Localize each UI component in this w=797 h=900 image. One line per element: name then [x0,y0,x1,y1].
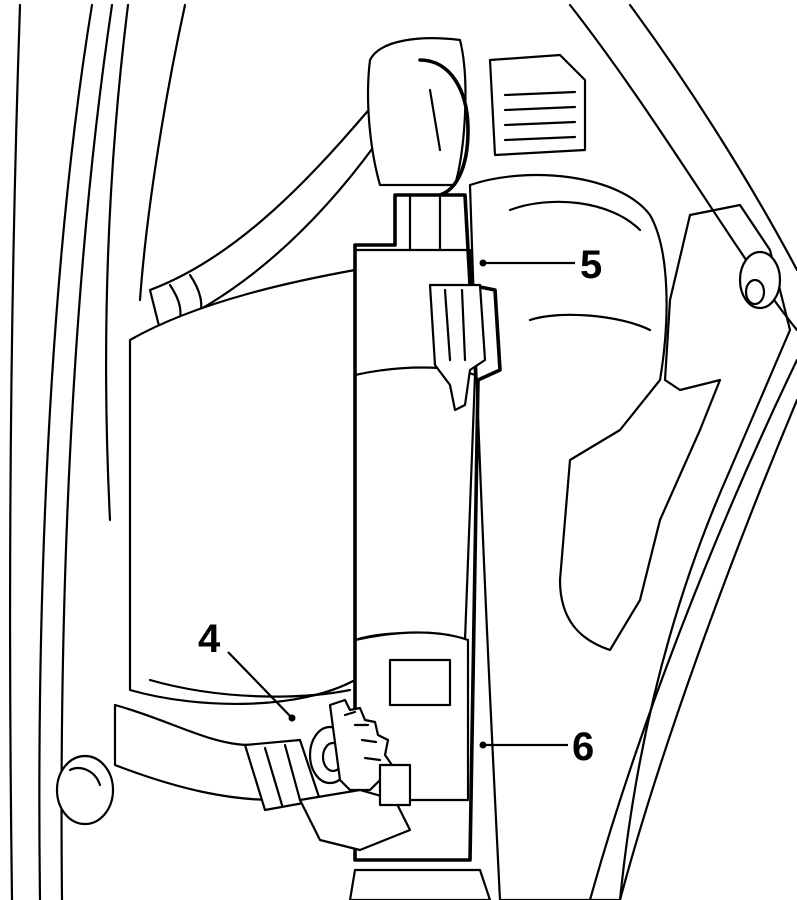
callout-label-5: 5 [580,243,602,287]
rear-housing [468,173,792,900]
left-pillar [8,3,187,900]
bolt-head-left [55,754,115,826]
canister-body [128,268,357,706]
callout-4: 4 [198,617,296,722]
callout-label-4: 4 [198,617,221,661]
callout-5: 5 [479,243,602,287]
top-bracket [366,37,470,197]
top-connector-block [488,53,587,157]
bottom-clamp [298,763,492,900]
bolt-head-right [738,250,782,310]
callout-label-6: 6 [572,725,594,769]
callout-6: 6 [479,725,594,769]
connector-plug [428,283,487,412]
